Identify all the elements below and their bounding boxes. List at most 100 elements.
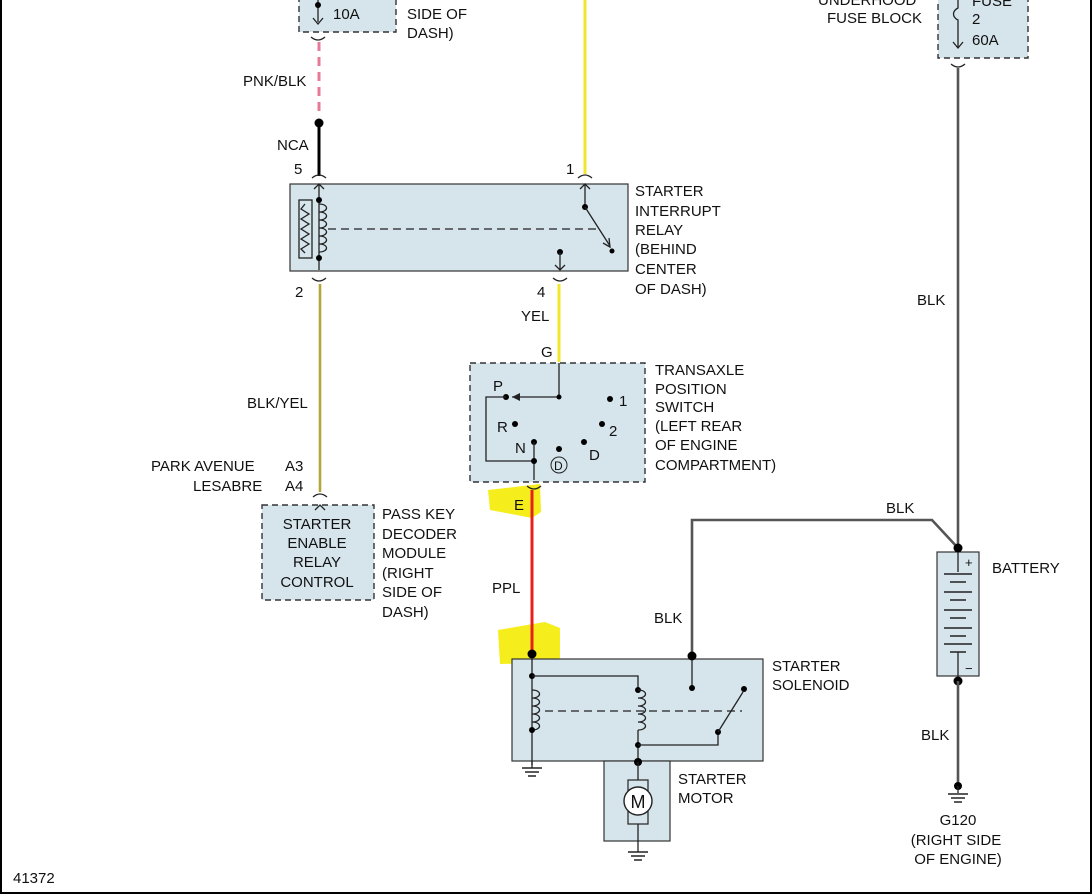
solenoid-switch-tip bbox=[741, 686, 747, 692]
transaxle-pos-r-dot bbox=[512, 421, 518, 427]
transaxle-pin-e-label: E bbox=[514, 497, 524, 514]
solenoid-battery-contact bbox=[689, 685, 695, 691]
transaxle-pos-d-dot bbox=[581, 439, 587, 445]
relay-switch-contact bbox=[609, 248, 615, 254]
battery-minus: − bbox=[965, 661, 973, 676]
label-nca: NCA bbox=[277, 137, 309, 154]
wire-label-blk-ground: BLK bbox=[921, 727, 949, 744]
fuse-10a-node bbox=[315, 2, 321, 8]
decoder-module-line-4: (RIGHT bbox=[382, 565, 434, 582]
wire-label-blk-battery: BLK bbox=[886, 500, 914, 517]
transaxle-pos-2-dot bbox=[599, 421, 605, 427]
fuse-10a: 10A bbox=[298, 0, 397, 41]
wire-label-blk-solenoid: BLK bbox=[654, 610, 682, 627]
fuse-10a-connector bbox=[310, 36, 326, 41]
relay-pin4-connector bbox=[552, 277, 568, 282]
relay-pin5-connector bbox=[311, 174, 327, 179]
fuse-10a-location-line-2: SIDE OF bbox=[407, 6, 467, 23]
relay-coil-node-top bbox=[316, 197, 322, 203]
transaxle-park-neutral-link bbox=[485, 396, 534, 462]
highlight-mark-top bbox=[488, 484, 541, 518]
solenoid-switch-arm bbox=[717, 691, 744, 733]
ground-g120-line-1: G120 bbox=[940, 812, 977, 829]
solenoid-pull-in-lead bbox=[532, 675, 639, 690]
battery-plus: + bbox=[965, 555, 973, 570]
decoder-box-line-4: CONTROL bbox=[280, 574, 353, 591]
relay-pin1-connector bbox=[577, 174, 593, 179]
decoder-box-line-2: ENABLE bbox=[287, 535, 346, 552]
transaxle-pos-d: D bbox=[589, 447, 600, 464]
decoder-box bbox=[261, 504, 375, 601]
relay-box bbox=[289, 183, 629, 272]
relay-pin4-label: 4 bbox=[537, 284, 545, 301]
fuse-10a-location-line-3: DASH) bbox=[407, 25, 454, 42]
transaxle-pos-r: R bbox=[497, 419, 508, 436]
battery-positive-terminal bbox=[953, 543, 963, 553]
transaxle-selector-arrow bbox=[512, 393, 520, 401]
relay-label-line-2: INTERRUPT bbox=[635, 203, 721, 220]
relay-coil bbox=[318, 203, 328, 253]
relay-label-line-5: CENTER bbox=[635, 261, 697, 278]
wire-label-blk-yel: BLK/YEL bbox=[247, 395, 308, 412]
relay-pin2-label: 2 bbox=[295, 284, 303, 301]
highlight-mark-bottom bbox=[498, 622, 560, 664]
transaxle-label-line-1: TRANSAXLE bbox=[655, 362, 744, 379]
diagram-id: 41372 bbox=[13, 870, 55, 887]
transaxle-output-node bbox=[531, 458, 537, 464]
solenoid-hold-in-coil bbox=[531, 689, 541, 731]
underhood-fuse-connector bbox=[950, 63, 966, 68]
label-lesabre-pin: A4 bbox=[285, 478, 303, 495]
relay-label-line-3: RELAY bbox=[635, 222, 683, 239]
underhood-fuse-label-line-2: 2 bbox=[972, 11, 980, 28]
label-lesabre: LESABRE bbox=[193, 478, 262, 495]
starter-motor: M bbox=[603, 758, 671, 861]
decoder-box-line-3: RELAY bbox=[293, 554, 341, 571]
relay-label-line-1: STARTER bbox=[635, 183, 704, 200]
solenoid-battery-terminal bbox=[687, 651, 697, 661]
solenoid-pull-in-coil bbox=[637, 689, 647, 731]
solenoid-label-line-2: SOLENOID bbox=[772, 677, 850, 694]
decoder-module-line-5: SIDE OF bbox=[382, 584, 442, 601]
transaxle-pin-g-label: G bbox=[541, 344, 553, 361]
relay-description: STARTER INTERRUPT RELAY (BEHIND CENTER O… bbox=[635, 183, 721, 298]
decoder-module-line-2: DECODER bbox=[382, 526, 457, 543]
decoder-module-line-6: DASH) bbox=[382, 604, 429, 621]
decoder-connector bbox=[312, 493, 328, 498]
starter-solenoid bbox=[511, 649, 764, 765]
battery: + − bbox=[936, 543, 980, 686]
pass-key-decoder-module: PARK AVENUE A3 LESABRE A4 STARTER ENABLE… bbox=[151, 458, 457, 621]
underhood-fuse-rating: 60A bbox=[972, 32, 999, 49]
transaxle-pos-1: 1 bbox=[619, 393, 627, 410]
fuse-10a-rating: 10A bbox=[333, 6, 360, 23]
motor-symbol: M bbox=[631, 792, 646, 812]
transaxle-description: TRANSAXLE POSITION SWITCH (LEFT REAR OF … bbox=[655, 362, 776, 474]
nca-node bbox=[314, 118, 324, 128]
ground-g120-symbol bbox=[948, 782, 968, 803]
ground-g120-label: G120 (RIGHT SIDE OF ENGINE) bbox=[911, 812, 1002, 868]
battery-cells bbox=[944, 573, 972, 653]
wire-label-blk-top-right: BLK bbox=[917, 292, 945, 309]
battery-label: BATTERY bbox=[992, 560, 1060, 577]
wire-blk-battery-solenoid bbox=[690, 518, 959, 656]
wire-label-yel: YEL bbox=[521, 308, 549, 325]
relay-pin4-arrow bbox=[554, 264, 566, 271]
relay-pin2-connector bbox=[311, 277, 327, 282]
transaxle-pos-2: 2 bbox=[609, 423, 617, 440]
fuse-10a-arrow bbox=[312, 17, 324, 26]
highlight-marks bbox=[488, 484, 560, 664]
wire-label-ppl: PPL bbox=[492, 580, 520, 597]
transaxle-box bbox=[469, 362, 646, 483]
transaxle-pos-d-circle: D bbox=[554, 459, 563, 473]
transaxle-pin-e-connector bbox=[526, 485, 542, 490]
underhood-fuse-block: UNDERHOOD FUSE BLOCK FUSE 2 60A bbox=[818, 0, 1029, 68]
underhood-fuse-arrow bbox=[952, 41, 964, 50]
relay-pin1-label: 1 bbox=[566, 161, 574, 178]
underhood-fuse-name-line-1: UNDERHOOD bbox=[818, 0, 917, 9]
motor-label-line-1: STARTER bbox=[678, 771, 747, 788]
transaxle-position-switch: P R N 1 2 D D bbox=[469, 362, 646, 490]
solenoid-hold-in-node bbox=[529, 727, 535, 733]
motor-symbol-circle bbox=[623, 786, 653, 816]
motor-label-line-2: MOTOR bbox=[678, 790, 734, 807]
relay-resistor-frame bbox=[298, 199, 313, 259]
